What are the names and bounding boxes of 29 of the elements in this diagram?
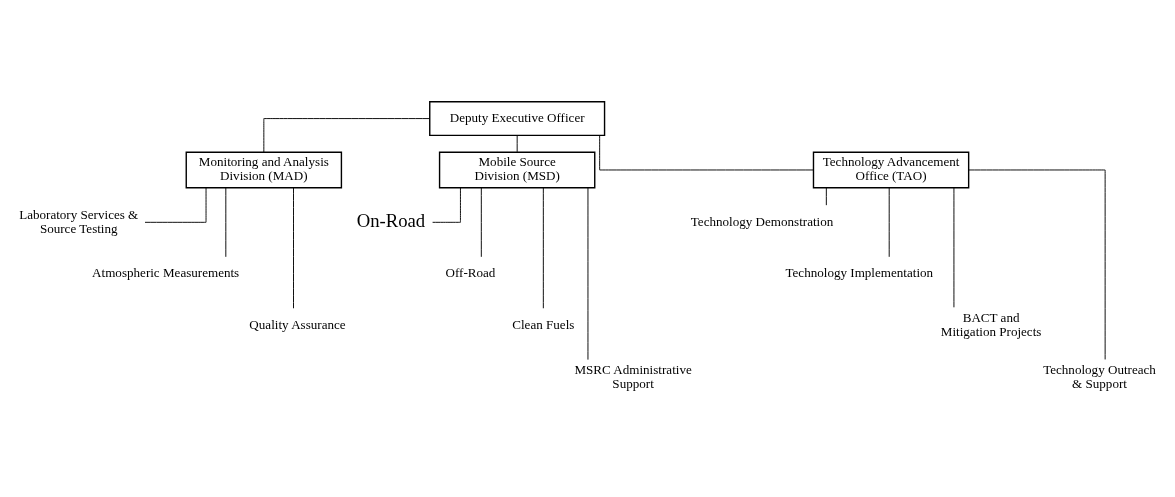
connector [599,134,814,171]
node-text: Quality Assurance [249,316,346,332]
connector [225,187,227,258]
connector [432,187,461,223]
connector [587,187,589,361]
connector [516,134,518,153]
node-text: Technology Outreach & Support [1043,361,1156,391]
node-text: MSRC Administrative Support [574,361,692,391]
connector [144,187,207,223]
node-box: Mobile Source Division (MSD) [438,151,596,189]
node-text: Clean Fuels [512,316,575,332]
node-box: Monitoring and Analysis Division (MAD) [185,151,343,189]
node-text: BACT and Mitigation Projects [940,309,1042,339]
node-box: Technology Advancement Office (TAO) [812,151,970,189]
node-text: Off-Road [445,265,496,281]
node-text: On-Road [356,210,426,231]
node-text: Technology Demonstration [690,213,834,229]
connector [888,187,890,258]
connector [968,169,1106,360]
connector [825,187,827,206]
connector [953,187,955,308]
node-text: Atmospheric Measurements [92,265,240,281]
connector [293,187,294,309]
connector [542,187,544,309]
node-box: Deputy Executive Officer [429,101,606,137]
node-text: Laboratory Services & Source Testing [19,206,139,236]
connector [263,118,431,153]
node-text: Technology Implementation [785,265,934,281]
connector [480,187,482,258]
